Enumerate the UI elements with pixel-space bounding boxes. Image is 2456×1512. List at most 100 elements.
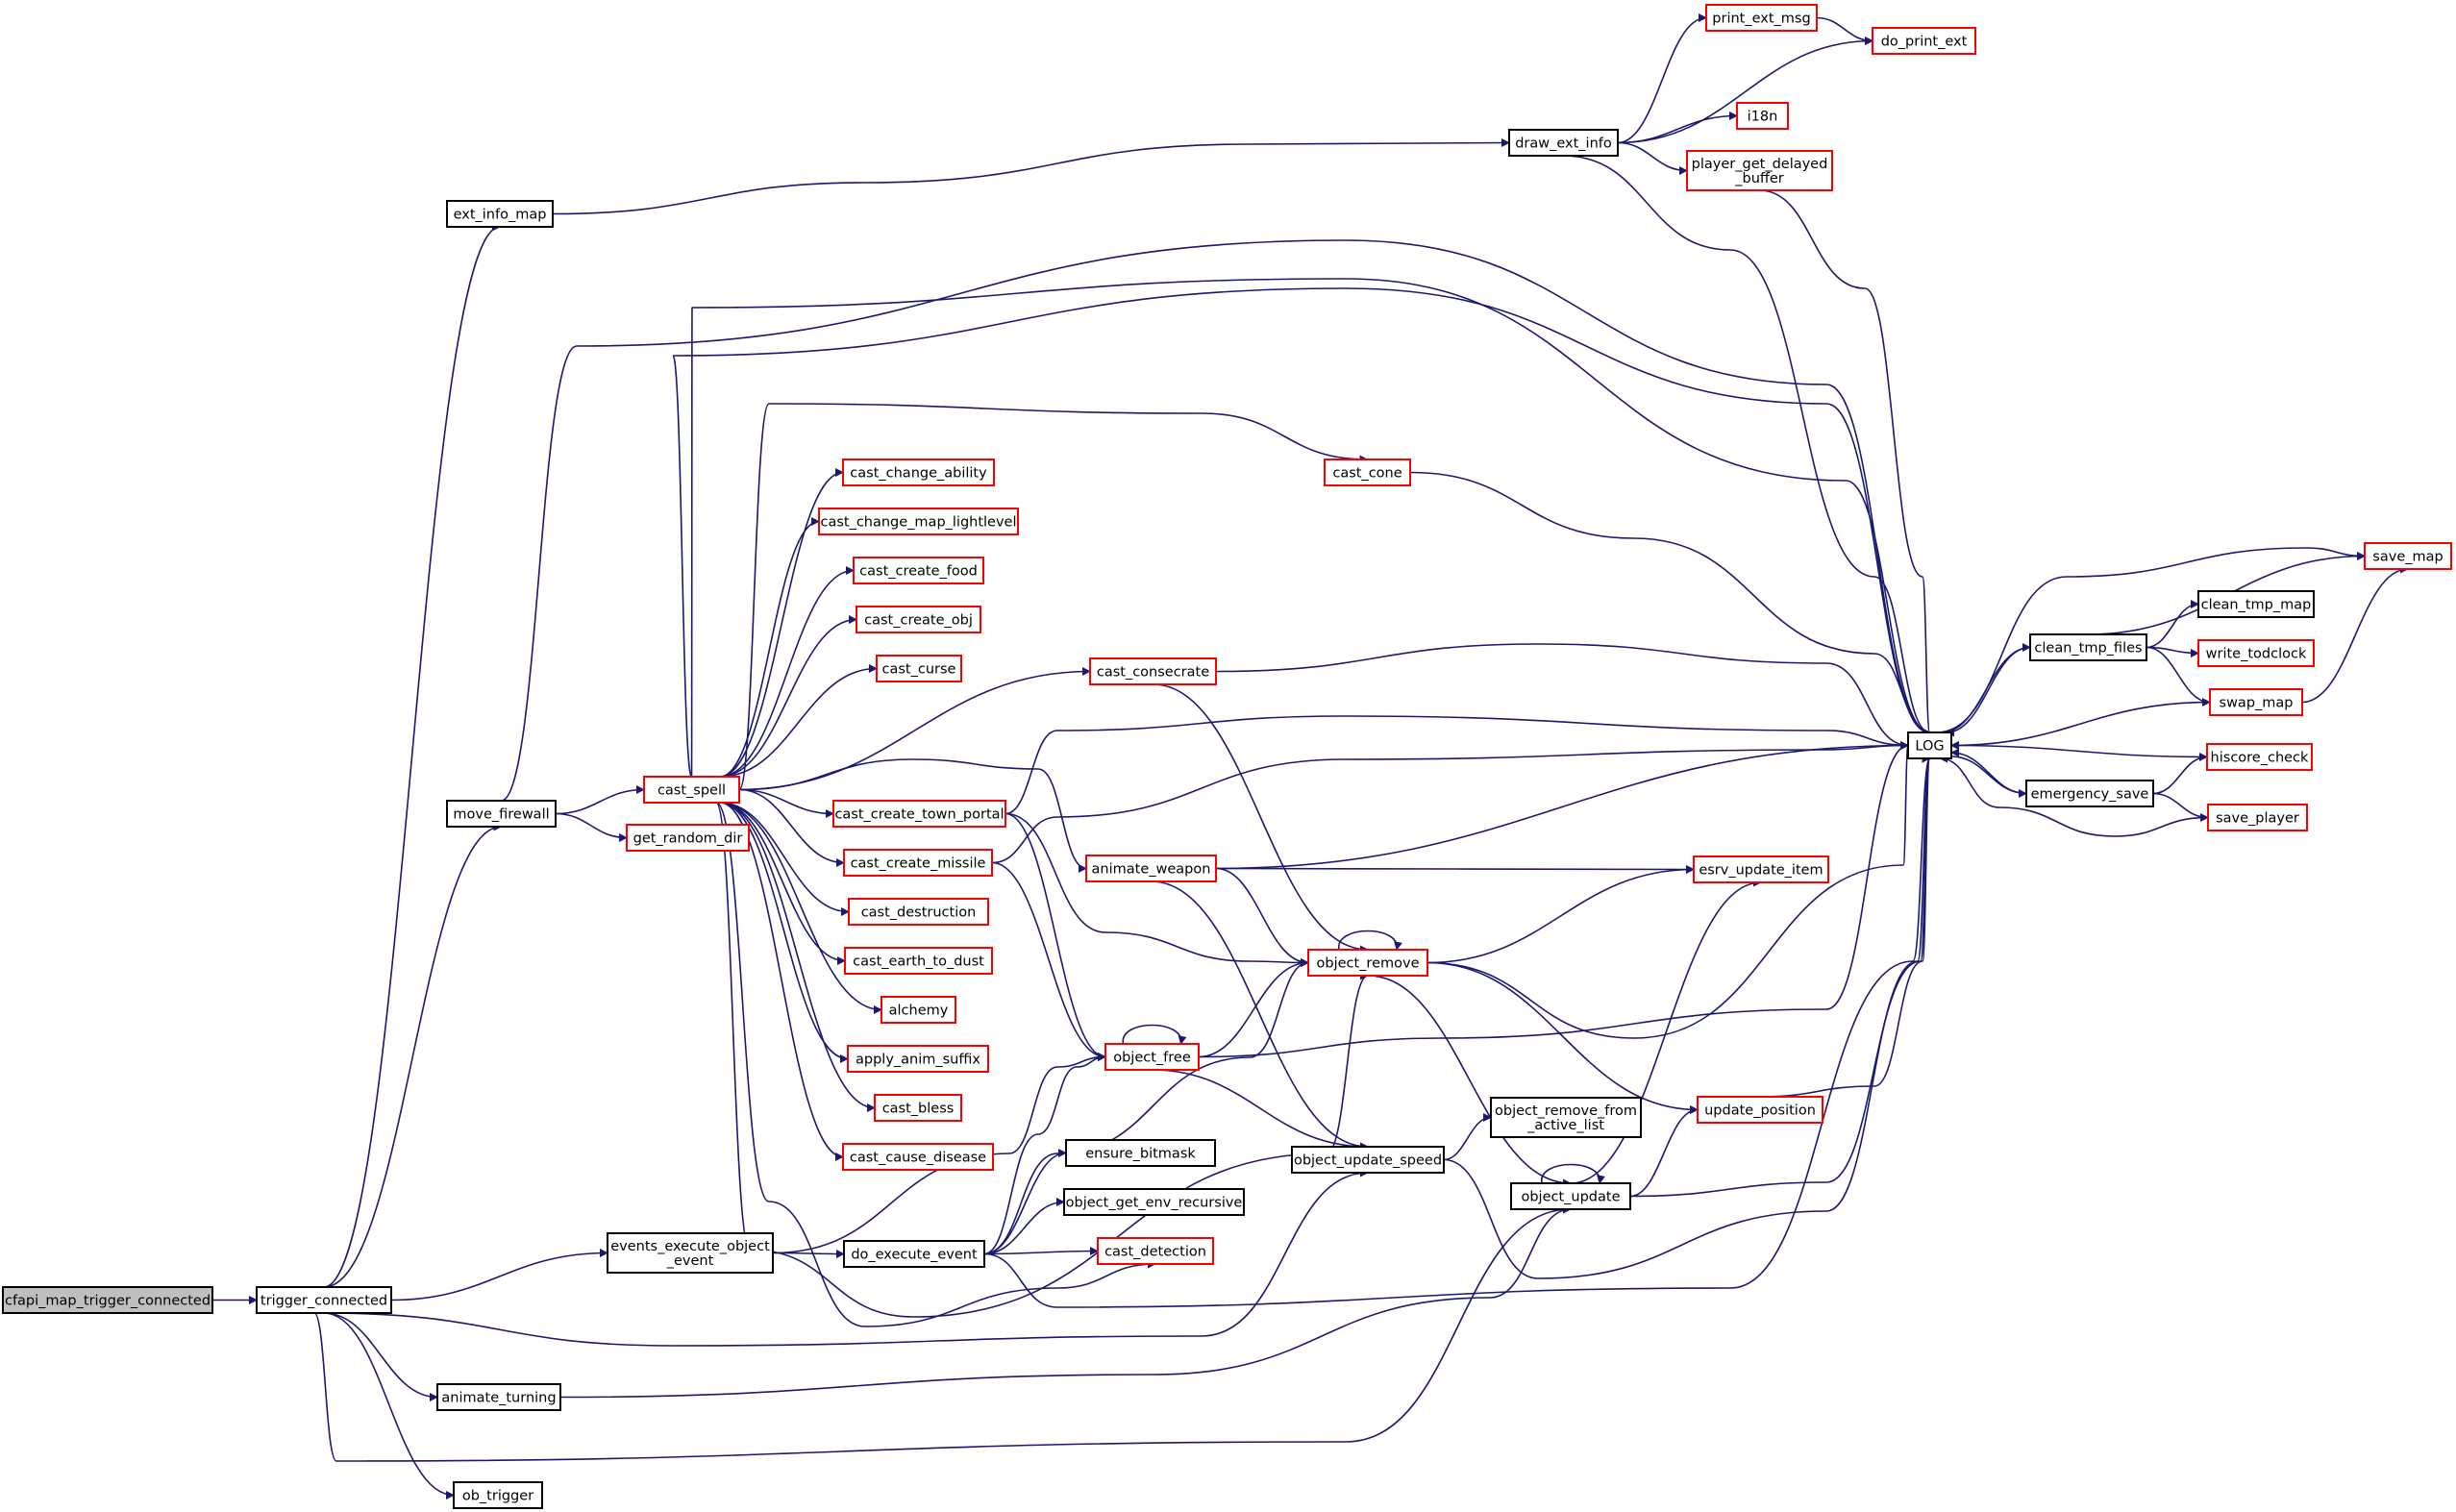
node-box xyxy=(842,1143,994,1171)
node-emergency-save[interactable]: emergency_save xyxy=(2025,780,2154,807)
node-cast-create-obj[interactable]: cast_create_obj xyxy=(856,606,981,633)
node-label: _event xyxy=(666,1253,714,1269)
node-alchemy[interactable]: alchemy xyxy=(881,996,956,1024)
node-cast-change-ability[interactable]: cast_change_ability xyxy=(842,459,995,486)
edge-cast_create_town_portal-to-object_remove xyxy=(1005,812,1309,967)
node-player-get-delayed-buffer[interactable]: player_get_delayed_buffer xyxy=(1686,150,1833,191)
node-cast-create-food[interactable]: cast_create_food xyxy=(853,557,984,584)
node-update-position[interactable]: update_position xyxy=(1697,1096,1823,1124)
edge-cast_spell-to-cast_bless xyxy=(719,802,876,1112)
node-cast-spell[interactable]: cast_spell xyxy=(643,776,740,804)
node-cast-curse[interactable]: cast_curse xyxy=(876,655,962,682)
node-label: cast_spell xyxy=(657,783,726,799)
edge-cast_spell-to-alchemy xyxy=(719,802,882,1014)
node-label: cast_cause_disease xyxy=(850,1151,986,1166)
node-LOG[interactable]: LOG xyxy=(1907,731,1952,759)
edge-move_firewall-to-cast_spell xyxy=(555,785,645,815)
node-hiscore-check[interactable]: hiscore_check xyxy=(2206,743,2313,771)
edge-cast_create_missile-to-LOG xyxy=(991,741,1909,864)
node-cast-destruction[interactable]: cast_destruction xyxy=(848,898,989,926)
node-esrv-update-item[interactable]: esrv_update_item xyxy=(1693,855,1829,883)
edge-animate_turning-to-object_update xyxy=(559,1204,1572,1399)
edge-object_free-to-LOG xyxy=(1198,741,1909,1058)
node-label: print_ext_msg xyxy=(1712,12,1810,27)
edge-draw_ext_info-to-print_ext_msg xyxy=(1617,13,1707,144)
node-cast-create-missile[interactable]: cast_create_missile xyxy=(843,849,993,877)
node-clean-tmp-files[interactable]: clean_tmp_files xyxy=(2029,633,2147,661)
node-cast-create-town-portal[interactable]: cast_create_town_portal xyxy=(832,800,1006,828)
node-do-print-ext[interactable]: do_print_ext xyxy=(1872,27,1976,55)
node-label: hiscore_check xyxy=(2211,751,2309,766)
node-write-todclock[interactable]: write_todclock xyxy=(2197,639,2315,667)
node-label: trigger_connected xyxy=(260,1294,387,1309)
node-label: draw_ext_info xyxy=(1515,136,1612,152)
node-box xyxy=(1736,102,1789,130)
node-box xyxy=(2,1286,213,1314)
node-cfapi-map-trigger-connected[interactable]: cfapi_map_trigger_connected xyxy=(2,1286,213,1314)
node-label: apply_anim_suffix xyxy=(856,1053,980,1068)
node-cast-earth-to-dust[interactable]: cast_earth_to_dust xyxy=(844,947,993,975)
node-clean-tmp-map[interactable]: clean_tmp_map xyxy=(2197,590,2315,618)
edge-trigger_connected-to-ob_trigger xyxy=(323,1312,455,1500)
node-ext-info-map[interactable]: ext_info_map xyxy=(446,200,554,228)
node-draw-ext-info[interactable]: draw_ext_info xyxy=(1508,129,1619,157)
node-trigger-connected[interactable]: trigger_connected xyxy=(256,1286,392,1314)
node-box xyxy=(843,849,993,877)
edge-cast_create_town_portal-to-LOG xyxy=(1005,715,1909,815)
node-box xyxy=(848,898,989,926)
node-save-player[interactable]: save_player xyxy=(2207,804,2308,831)
node-box xyxy=(1324,459,1411,486)
node-object-free[interactable]: object_free xyxy=(1104,1043,1200,1071)
node-box xyxy=(1697,1096,1823,1124)
node-object-remove[interactable]: object_remove xyxy=(1307,949,1428,977)
edge-trigger_connected-to-object_update_speed xyxy=(323,1168,1369,1347)
node-object-remove-from-active-list[interactable]: object_remove_from_active_list xyxy=(1490,1097,1642,1138)
node-animate-weapon[interactable]: animate_weapon xyxy=(1085,855,1217,882)
node-box xyxy=(1907,731,1952,759)
node-label: ensure_bitmask xyxy=(1085,1147,1196,1162)
node-label: LOG xyxy=(1915,739,1944,755)
edge-LOG-to-emergency_save xyxy=(1950,756,2027,798)
node-object-get-env-recursive[interactable]: object_get_env_recursive xyxy=(1063,1188,1245,1216)
node-cast-consecrate[interactable]: cast_consecrate xyxy=(1089,657,1217,685)
node-box xyxy=(1097,1237,1214,1265)
node-cast-change-map-lightlevel[interactable]: cast_change_map_lightlevel xyxy=(818,508,1019,535)
node-box xyxy=(1291,1146,1445,1174)
edge-player_get_delayed_buffer-to-LOG xyxy=(1759,189,1931,737)
node-swap-map[interactable]: swap_map xyxy=(2209,688,2303,716)
edge-clean_tmp_files-to-swap_map xyxy=(2146,646,2211,706)
node-move-firewall[interactable]: move_firewall xyxy=(446,800,557,828)
node-box xyxy=(844,947,993,975)
node-print-ext-msg[interactable]: print_ext_msg xyxy=(1705,4,1818,32)
node-label: cast_create_obj xyxy=(864,613,973,629)
node-save-map[interactable]: save_map xyxy=(2364,542,2452,570)
node-object-update-speed[interactable]: object_update_speed xyxy=(1291,1146,1445,1174)
node-ob-trigger[interactable]: ob_trigger xyxy=(453,1481,543,1509)
node-box xyxy=(2206,743,2313,771)
node-box xyxy=(453,1481,543,1509)
node-events-execute-object-event[interactable]: events_execute_object_event xyxy=(607,1232,774,1274)
edge-cast_spell-to-cast_create_food xyxy=(719,566,855,778)
edge-emergency_save-to-LOG xyxy=(1950,748,2027,795)
node-i18n[interactable]: i18n xyxy=(1736,102,1789,130)
node-box xyxy=(876,655,962,682)
node-animate-turning[interactable]: animate_turning xyxy=(436,1383,561,1411)
node-object-update[interactable]: object_update xyxy=(1510,1182,1631,1210)
node-cast-cause-disease[interactable]: cast_cause_disease xyxy=(842,1143,994,1171)
node-box xyxy=(1508,129,1619,157)
node-cast-bless[interactable]: cast_bless xyxy=(874,1094,962,1122)
node-box xyxy=(1065,1139,1216,1167)
node-cast-cone[interactable]: cast_cone xyxy=(1324,459,1411,486)
node-do-execute-event[interactable]: do_execute_event xyxy=(843,1240,985,1268)
node-label: do_execute_event xyxy=(851,1248,978,1263)
node-get-random-dir[interactable]: get_random_dir xyxy=(626,824,750,852)
node-box xyxy=(1510,1182,1631,1210)
node-ensure-bitmask[interactable]: ensure_bitmask xyxy=(1065,1139,1216,1167)
edge-object_remove-to-esrv_update_item xyxy=(1426,865,1695,964)
node-cast-detection[interactable]: cast_detection xyxy=(1097,1237,1214,1265)
node-apply-anim-suffix[interactable]: apply_anim_suffix xyxy=(847,1045,989,1073)
node-box xyxy=(856,606,981,633)
node-box xyxy=(853,557,984,584)
node-box xyxy=(1085,855,1217,882)
node-box xyxy=(1307,949,1428,977)
